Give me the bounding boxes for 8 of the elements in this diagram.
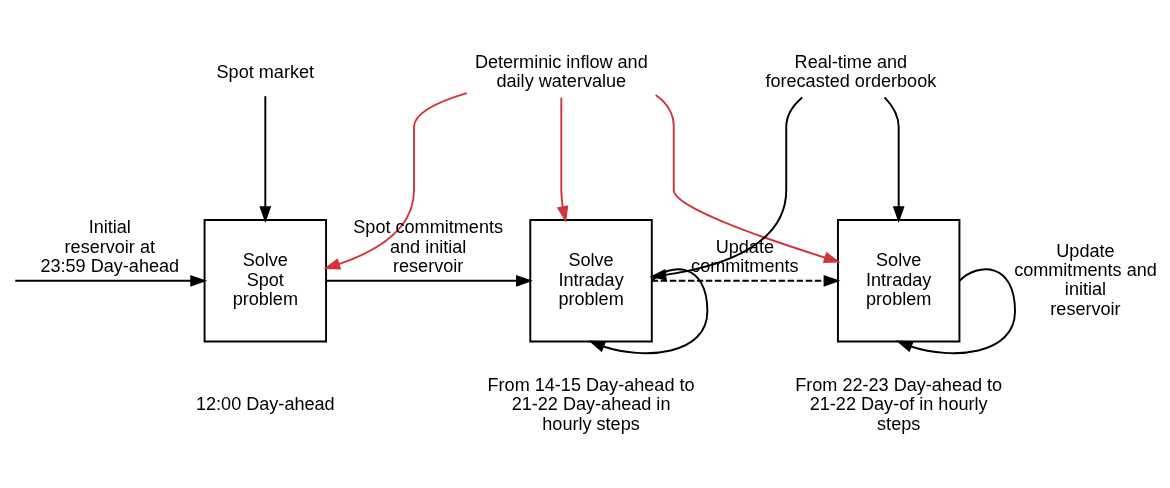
- node-label: From 14-15 Day-ahead to 21-22 Day-ahead in hourly steps: [487, 374, 695, 434]
- node-text: Spot market: [216, 61, 315, 82]
- edge-label: Initial reservoir at 23:59 Day-ahead: [40, 217, 180, 277]
- node-label: 12:00 Day-ahead: [195, 394, 335, 415]
- edge-label: Update commitments and initial reservoir: [1014, 240, 1157, 319]
- node-text: Determinic inflow and daily watervalue: [474, 51, 648, 92]
- node-label: From 22-23 Day-ahead to 21-22 Day-of in hourly steps: [795, 374, 1003, 434]
- node-text: Real-time and forecasted orderbook: [765, 51, 937, 92]
